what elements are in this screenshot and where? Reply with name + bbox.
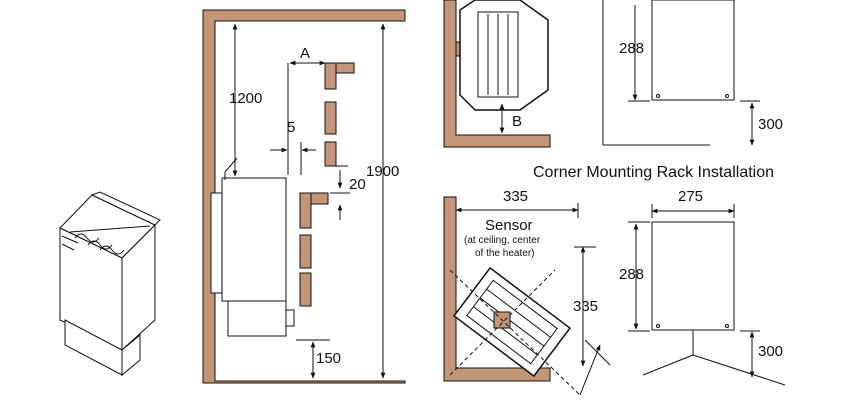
sensor-note-line-2: of the heater) [475, 248, 535, 259]
side-view-wall [202, 9, 406, 384]
corner-335-top-label: 335 [503, 188, 529, 205]
corner-335-right-label: 335 [573, 298, 599, 315]
corner-300-label: 300 [758, 343, 784, 360]
dim-b-label: B [512, 113, 523, 130]
heater-side-profile [210, 157, 295, 337]
dim-a-label: A [300, 45, 311, 62]
corner-275-label: 275 [678, 188, 704, 205]
dim-1900-label: 1900 [366, 163, 400, 180]
sensor-label: Sensor [485, 217, 533, 234]
corner-288-label: 288 [619, 266, 645, 283]
dim-5-label: 5 [287, 119, 296, 136]
wall-mount-top-view [443, 0, 551, 148]
dim-20-label: 20 [349, 176, 366, 193]
corner-top-view [443, 196, 611, 396]
bench-slats [299, 62, 355, 307]
wall-300-label: 300 [758, 116, 784, 133]
heater-3d-illustration [59, 191, 161, 377]
dim-150-label: 150 [316, 350, 342, 367]
corner-mounting-title: Corner Mounting Rack Installation [533, 164, 775, 181]
sensor-note-line-1: (at ceiling, center [464, 235, 541, 246]
dim-1200-label: 1200 [229, 90, 263, 107]
wall-mount-front [602, 0, 760, 146]
corner-front-view [628, 204, 786, 386]
wall-288-label: 288 [619, 40, 645, 57]
side-view-dimensions [232, 23, 386, 379]
